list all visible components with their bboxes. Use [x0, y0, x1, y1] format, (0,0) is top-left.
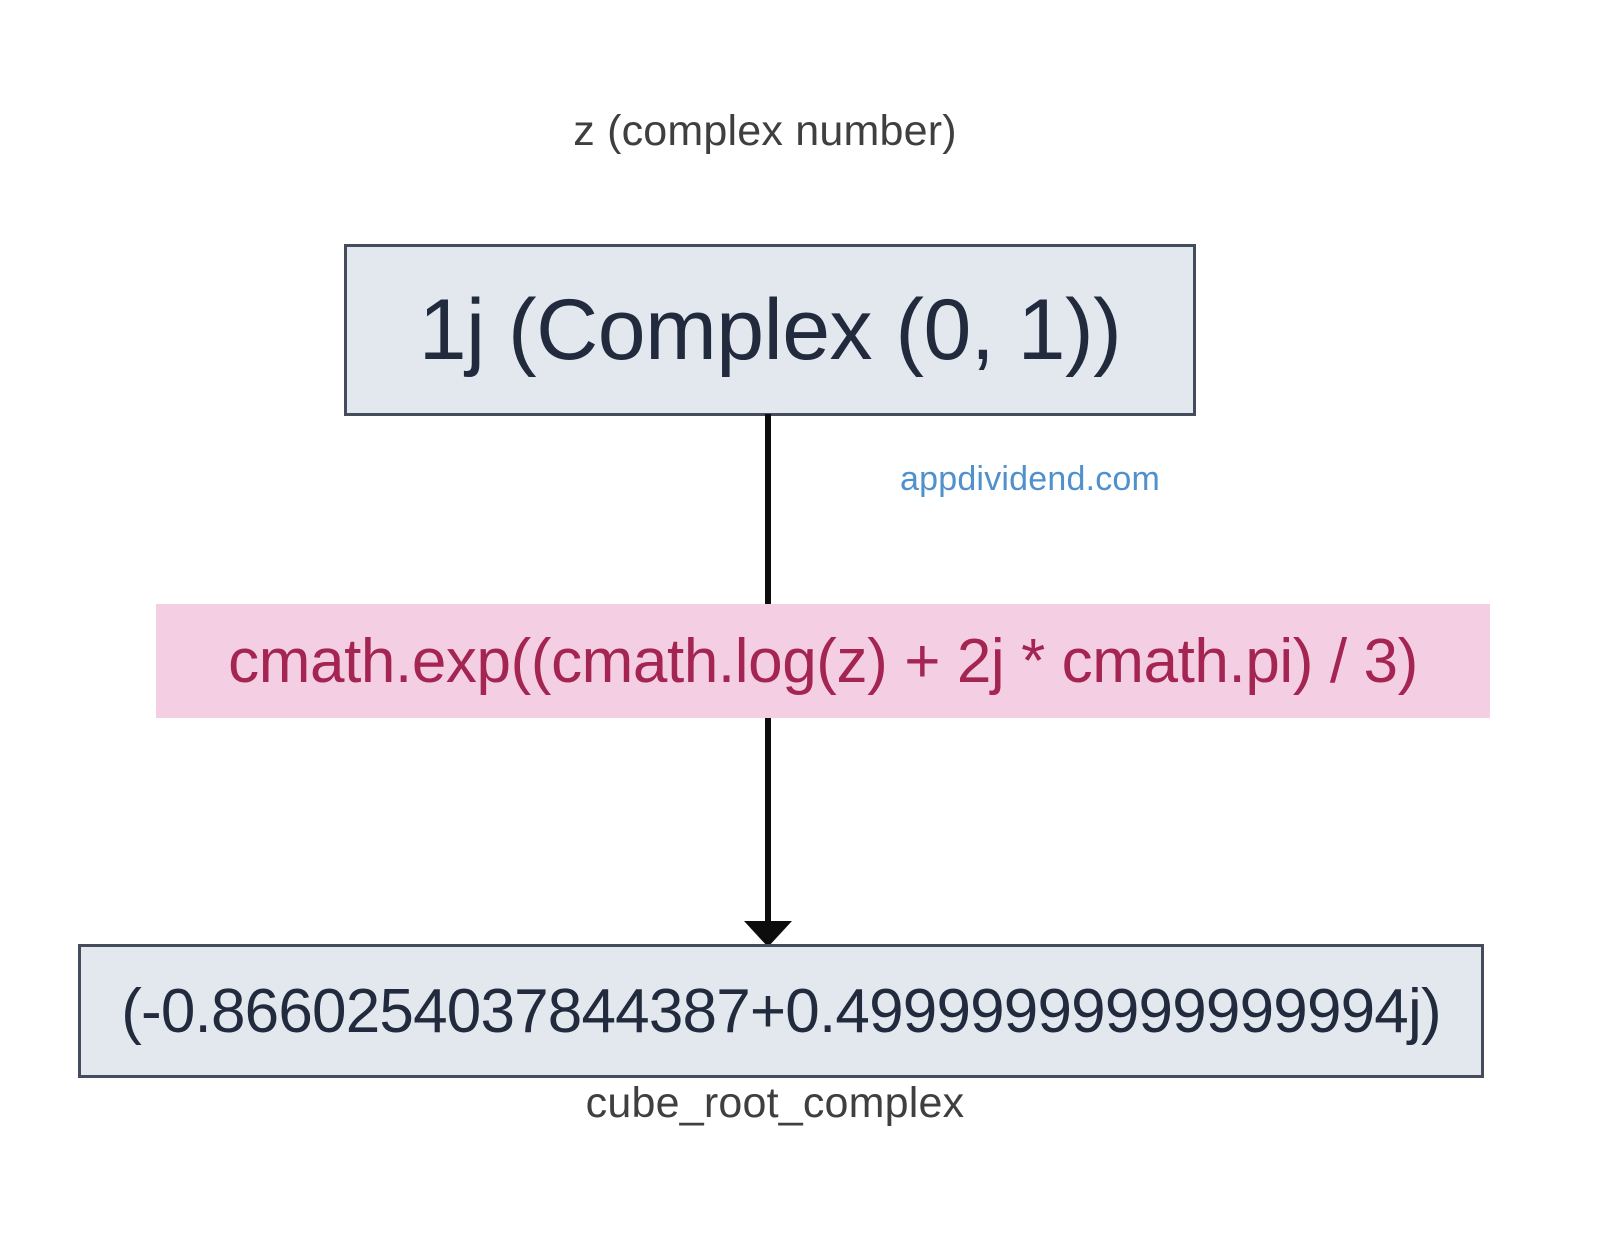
result-caption-label: cube_root_complex — [585, 1079, 965, 1127]
operation-expression-box[interactable]: cmath.exp((cmath.log(z) + 2j * cmath.pi)… — [156, 604, 1490, 718]
result-value-text: (-0.8660254037844387+0.49999999999999994… — [121, 976, 1441, 1046]
operation-expression-text: cmath.exp((cmath.log(z) + 2j * cmath.pi)… — [228, 626, 1418, 696]
input-value-text: 1j (Complex (0, 1)) — [418, 281, 1122, 378]
input-caption-label: z (complex number) — [573, 107, 957, 155]
watermark-text: appdividend.com — [900, 460, 1161, 498]
input-value-box[interactable]: 1j (Complex (0, 1)) — [344, 244, 1196, 416]
result-value-box[interactable]: (-0.8660254037844387+0.49999999999999994… — [78, 944, 1484, 1078]
